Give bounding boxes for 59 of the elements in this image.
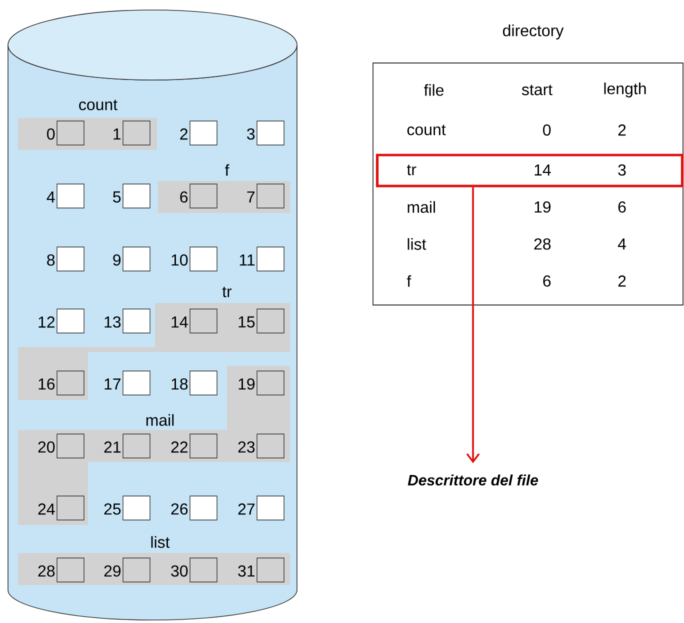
table-cell: f: [406, 275, 412, 287]
block-number: 9: [113, 254, 121, 266]
block-number: 1: [114, 128, 121, 140]
block-number: 30: [171, 565, 188, 577]
block-number: 11: [240, 254, 255, 266]
table-cell: 2: [618, 275, 626, 287]
block-number: 13: [104, 316, 121, 328]
table-cell: 0: [543, 124, 551, 136]
block-number: 2: [180, 128, 188, 140]
file-name: f: [225, 164, 230, 176]
block-number: 5: [113, 191, 121, 203]
file-name: count: [79, 100, 118, 110]
table-cell: count: [407, 124, 446, 136]
block-number: 26: [171, 503, 188, 515]
node-label: directory: [503, 24, 564, 40]
block-number: 0: [47, 128, 55, 140]
highlight-box: [376, 154, 684, 188]
block-number: 16: [38, 378, 55, 390]
block-number: 19: [238, 378, 255, 390]
file-name: mail: [146, 414, 174, 426]
block-number: 20: [38, 441, 55, 453]
table-cell: tr: [406, 164, 416, 176]
block-number: 28: [38, 565, 55, 577]
table-cell: 6: [618, 201, 626, 213]
block-number: 17: [104, 378, 120, 390]
block-number: 14: [172, 316, 188, 328]
table-cell: 28: [534, 238, 551, 250]
table-cell: 6: [543, 275, 551, 287]
block-number: 18: [172, 378, 188, 390]
table-cell: start: [522, 84, 552, 96]
table-cell: file: [424, 84, 444, 96]
block-number: 7: [247, 192, 254, 202]
block-number: 24: [38, 503, 55, 515]
block-number: 23: [238, 441, 255, 453]
table-cell: mail: [408, 201, 435, 213]
block-number: 27: [238, 503, 254, 515]
table-cell: length: [604, 82, 646, 98]
block-number: 6: [180, 191, 188, 203]
block-number: 22: [171, 441, 188, 453]
block-number: 25: [104, 503, 121, 515]
table-cell: list: [408, 238, 426, 250]
table-cell: 19: [534, 201, 551, 213]
block-number: 29: [104, 565, 121, 577]
file-name: list: [151, 536, 170, 548]
block-number: 10: [172, 254, 188, 266]
table-cell: 14: [534, 164, 551, 176]
block-number: 3: [247, 128, 255, 140]
arrow: [466, 187, 480, 464]
block-number: 8: [47, 254, 55, 266]
table-cell: 2: [618, 124, 626, 136]
block-number: 15: [238, 316, 255, 328]
block-number: 4: [46, 192, 55, 202]
file-name: tr: [222, 286, 232, 298]
block-number: 31: [238, 565, 255, 577]
block-number: 21: [104, 441, 120, 453]
caption-text: Descrittore del file: [408, 474, 538, 486]
block-number: 12: [38, 316, 54, 328]
table-cell: 4: [618, 238, 626, 250]
table-cell: 3: [618, 164, 626, 176]
